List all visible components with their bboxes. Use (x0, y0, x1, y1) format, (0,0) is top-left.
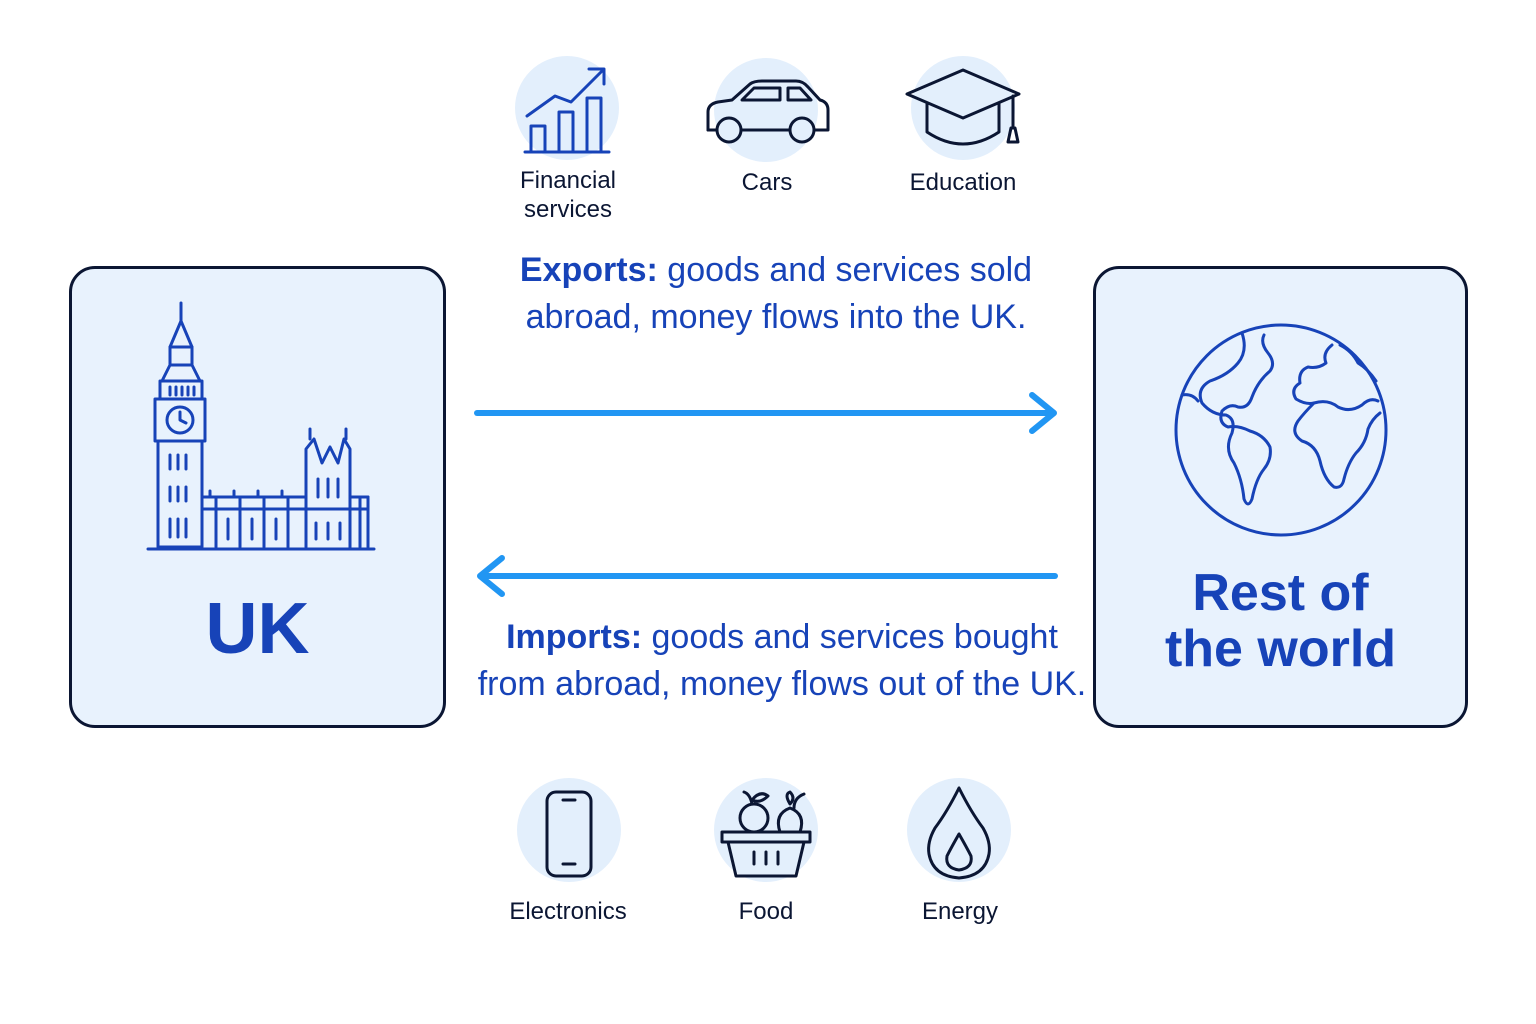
car-icon (696, 50, 836, 190)
exports-detail: goods and services sold abroad, money fl… (525, 251, 1033, 336)
flame-icon (889, 760, 1029, 900)
category-label-education: Education (909, 169, 1017, 196)
globe-icon (1174, 323, 1388, 537)
rest-of-world-label: Rest of the world (1164, 564, 1397, 678)
imports-detail: goods and services bought from abroad, m… (477, 618, 1087, 703)
category-label-cars: Cars (741, 169, 793, 196)
uk-box: UK (69, 266, 446, 728)
category-label-food: Food (738, 898, 794, 925)
imports-arrow (477, 555, 1058, 597)
imports-description: Imports: goods and services bought from … (476, 614, 1088, 708)
graduation-cap-icon (893, 50, 1033, 190)
category-label-financial-services: Financial services (519, 167, 617, 223)
uk-label: UK (205, 589, 310, 669)
exports-description: Exports: goods and services sold abroad,… (476, 247, 1076, 341)
financial-growth-chart-icon (497, 38, 637, 178)
smartphone-icon (499, 760, 639, 900)
imports-heading: Imports: (506, 618, 643, 656)
exports-arrow (474, 392, 1057, 434)
category-label-energy: Energy (921, 898, 999, 925)
rest-of-world-box: Rest of the world (1093, 266, 1468, 728)
food-basket-icon (696, 760, 836, 900)
exports-heading: Exports: (519, 251, 658, 289)
big-ben-parliament-icon (146, 301, 376, 551)
category-label-electronics: Electronics (509, 898, 627, 925)
